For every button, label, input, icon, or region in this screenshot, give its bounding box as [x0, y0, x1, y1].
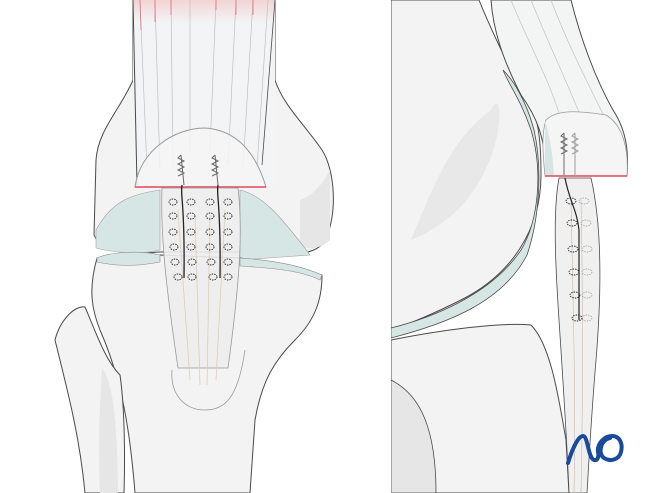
- patella-shape: [134, 127, 267, 188]
- suture-lateral: [564, 177, 580, 320]
- lateral-knee-svg: [391, 0, 629, 493]
- panel-divider: [389, 0, 391, 493]
- cartilage-left: [95, 189, 161, 253]
- suture-anchors: [176, 154, 220, 186]
- cartilage-lateral: [391, 69, 540, 339]
- anterior-knee-svg: [54, 0, 334, 493]
- lateral-view-illustration: [391, 0, 665, 493]
- patellar-tendon-lateral: [554, 177, 601, 493]
- suture-anchors-lateral: [559, 132, 580, 175]
- sutures: [180, 184, 221, 279]
- ao-logo: AO: [566, 430, 624, 466]
- cartilage-right: [239, 189, 311, 261]
- ao-logo-icon: [566, 434, 624, 465]
- anterior-view-illustration: [54, 0, 334, 493]
- patellar-tendon: [161, 187, 241, 369]
- tibia-lateral: [391, 323, 570, 493]
